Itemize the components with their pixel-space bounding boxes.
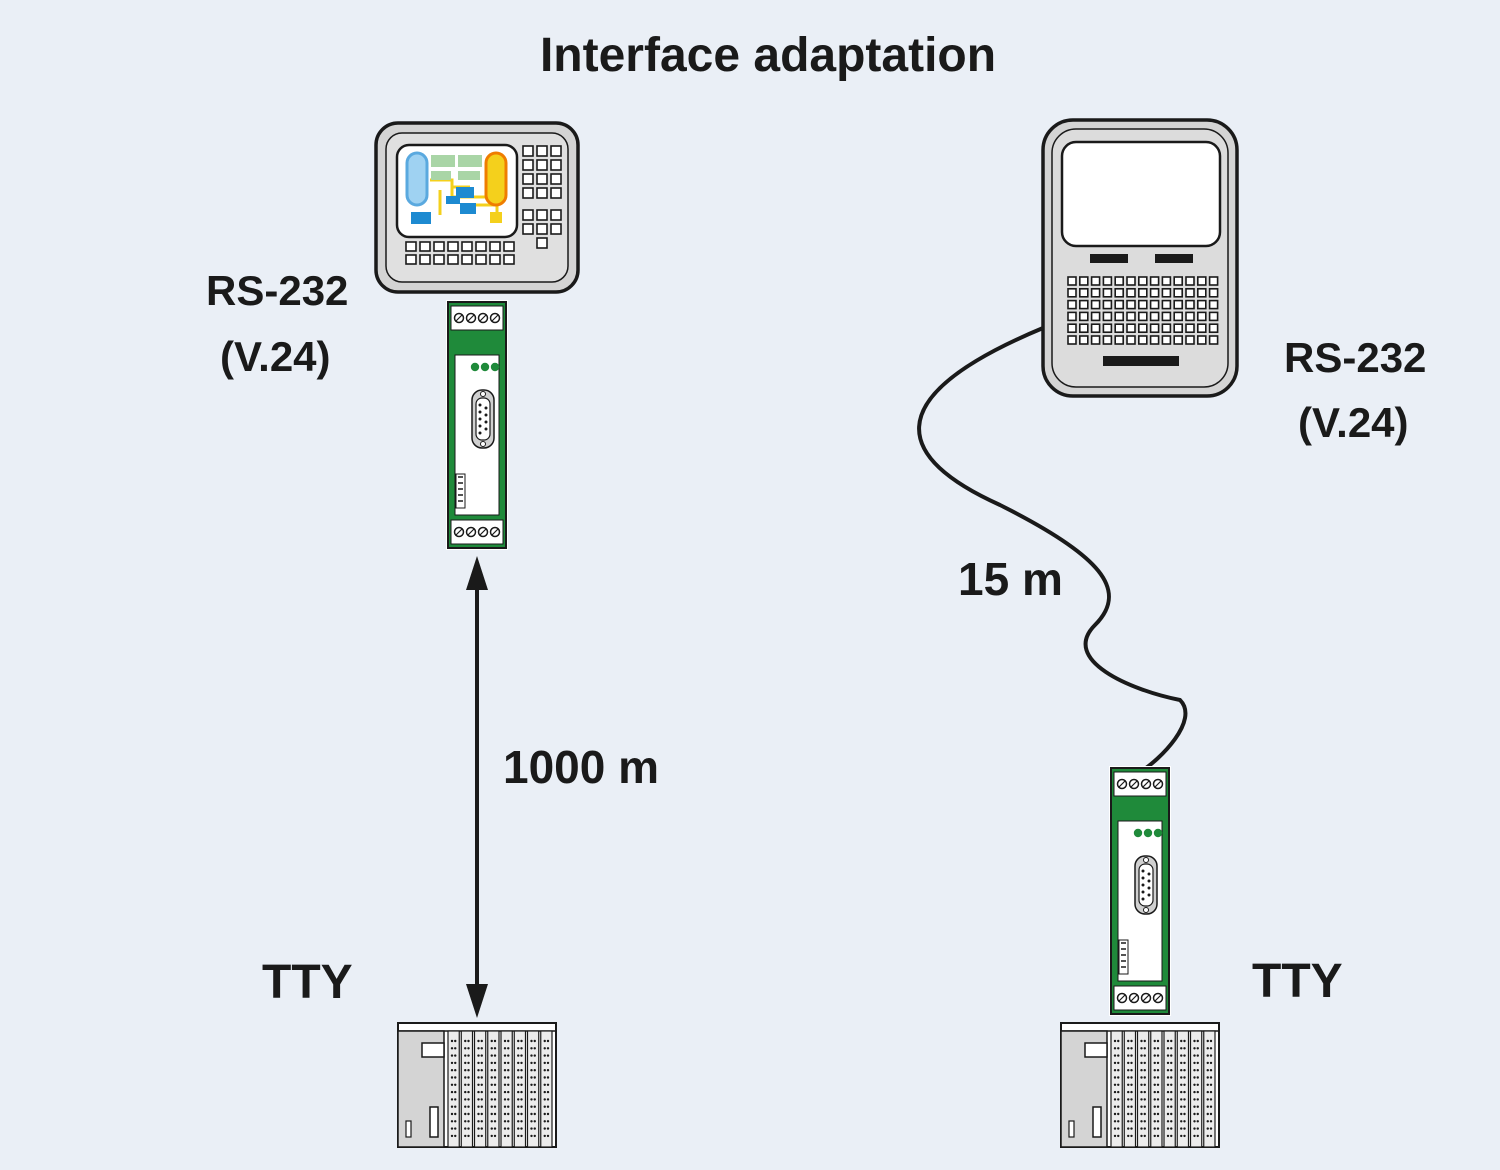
plc-icon	[397, 1022, 557, 1148]
left-distance-label: 1000 m	[503, 741, 660, 793]
right-distance-label: 15 m	[958, 553, 1063, 605]
right-interface-label: RS-232	[1284, 334, 1427, 381]
interface-converter-icon	[446, 300, 508, 550]
left-interface-label: RS-232	[206, 267, 349, 314]
cable-icon	[917, 326, 1188, 774]
operator-panel-icon	[374, 121, 580, 294]
left-tty-label: TTY	[262, 956, 353, 1009]
right-tty-label: TTY	[1252, 955, 1343, 1008]
right-interface-sublabel: (V.24)	[1298, 399, 1409, 446]
diagram-title: Interface adaptation	[539, 29, 997, 82]
interface-converter-icon	[1109, 766, 1171, 1016]
double-arrow-icon	[466, 556, 488, 1018]
left-interface-sublabel: (V.24)	[220, 333, 331, 380]
plc-icon	[1060, 1022, 1220, 1148]
terminal-icon	[1041, 118, 1239, 398]
